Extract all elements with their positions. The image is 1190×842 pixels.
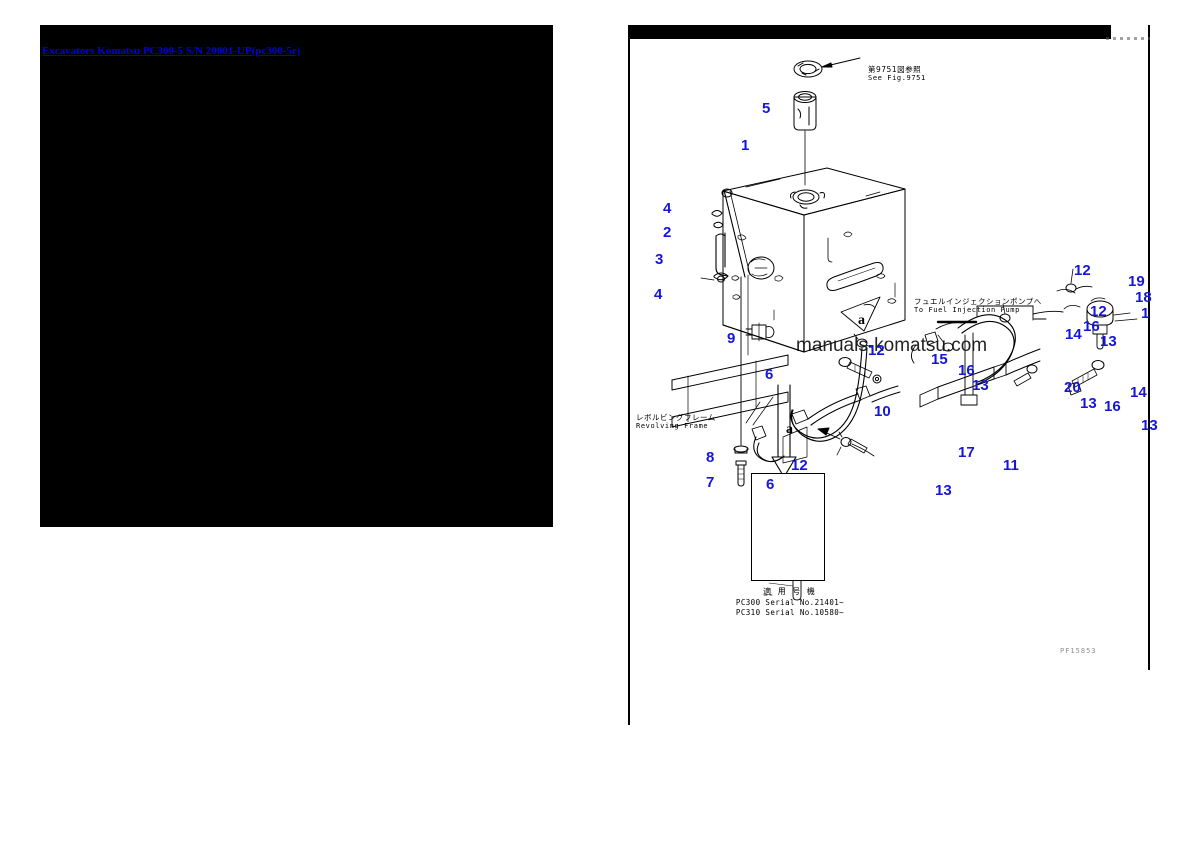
callout-number: 19 — [1128, 273, 1145, 290]
callout-number: 13 — [972, 377, 989, 394]
parts-diagram-panel: manuals-komatsu.com 第9751図参照 See Fig.975… — [628, 25, 1158, 725]
callout-number: 4 — [663, 200, 672, 217]
callout-number: 12 — [868, 342, 885, 359]
annotation-revolving-frame: レボルビングフレーム Revolving Frame — [636, 413, 716, 431]
left-viewer-panel: Excavators Komatsu PC300-5 S/N 20001-UP(… — [40, 25, 553, 527]
callout-number: 14 — [1065, 326, 1082, 343]
detail-view-inset-box — [751, 473, 825, 581]
callout-number: 4 — [654, 286, 663, 303]
page-top-dashes — [1106, 37, 1150, 40]
page-left-border — [628, 25, 630, 725]
callout-number: 11 — [1003, 457, 1019, 474]
page-top-black-bar — [628, 25, 1111, 39]
serial-note-line-1: PC300 Serial No.21401~ — [735, 598, 845, 607]
callout-number: 13 — [1080, 395, 1097, 412]
callout-number: 17 — [958, 444, 975, 461]
page-right-border — [1148, 25, 1150, 670]
callout-number: 6 — [765, 366, 774, 383]
annotation-revolving-frame-en: Revolving Frame — [636, 422, 709, 430]
callout-number: 3 — [655, 251, 664, 268]
serial-note-title: 適 用 号 機 — [763, 587, 817, 596]
callout-number: 16 — [1083, 318, 1100, 335]
fuel-tank-assembly-drawing — [671, 57, 1138, 601]
callout-number: 13 — [1141, 417, 1158, 434]
callout-number: 2 — [663, 224, 672, 241]
callout-number: 9 — [727, 330, 736, 347]
annotation-fuel-injection-pump-jp: フュエルインジェクションポンプへ — [914, 297, 1042, 306]
callout-number: 18 — [1135, 289, 1152, 306]
callout-number: 14 — [1130, 384, 1147, 401]
callout-number: 12 — [791, 457, 808, 474]
annotation-see-fig-en: See Fig.9751 — [868, 74, 926, 82]
annotation-see-fig-jp: 第9751図参照 — [868, 65, 922, 74]
callout-number: 13 — [935, 482, 952, 499]
figure-code: PF15853 — [1060, 647, 1097, 655]
annotation-see-fig: 第9751図参照 See Fig.9751 — [868, 65, 926, 83]
annotation-fuel-injection-pump-en: To Fuel Injection Pump — [914, 306, 1020, 314]
callout-number: 12 — [1074, 262, 1091, 279]
annotation-fuel-injection-pump: フュエルインジェクションポンプへ To Fuel Injection Pump — [914, 297, 1042, 315]
site-watermark: manuals-komatsu.com — [796, 335, 988, 356]
callout-number: 13 — [1100, 333, 1117, 350]
section-letter-a-tank: a — [858, 313, 865, 328]
callout-number: 16 — [1104, 398, 1121, 415]
section-letter-a-arrow: a — [786, 422, 793, 437]
callout-number: 15 — [931, 351, 948, 368]
breadcrumb-link[interactable]: Excavators Komatsu PC300-5 S/N 20001-UP(… — [42, 45, 301, 57]
serial-applicability-note: 適 用 号 機 PC300 Serial No.21401~ PC310 Ser… — [690, 587, 890, 618]
callout-number: 5 — [762, 100, 771, 117]
callout-number: 8 — [706, 449, 715, 466]
serial-note-line-2: PC310 Serial No.10580~ — [735, 608, 845, 617]
callout-number: 16 — [958, 362, 975, 379]
callout-number: 6 — [766, 476, 775, 493]
callout-number: 10 — [874, 403, 891, 420]
callout-number: 7 — [706, 474, 715, 491]
callout-number: 12 — [1090, 303, 1107, 320]
callout-number: 1 — [741, 137, 750, 154]
callout-number: 20 — [1064, 379, 1081, 396]
callout-number: 1 — [1141, 305, 1150, 322]
annotation-revolving-frame-jp: レボルビングフレーム — [636, 413, 716, 422]
